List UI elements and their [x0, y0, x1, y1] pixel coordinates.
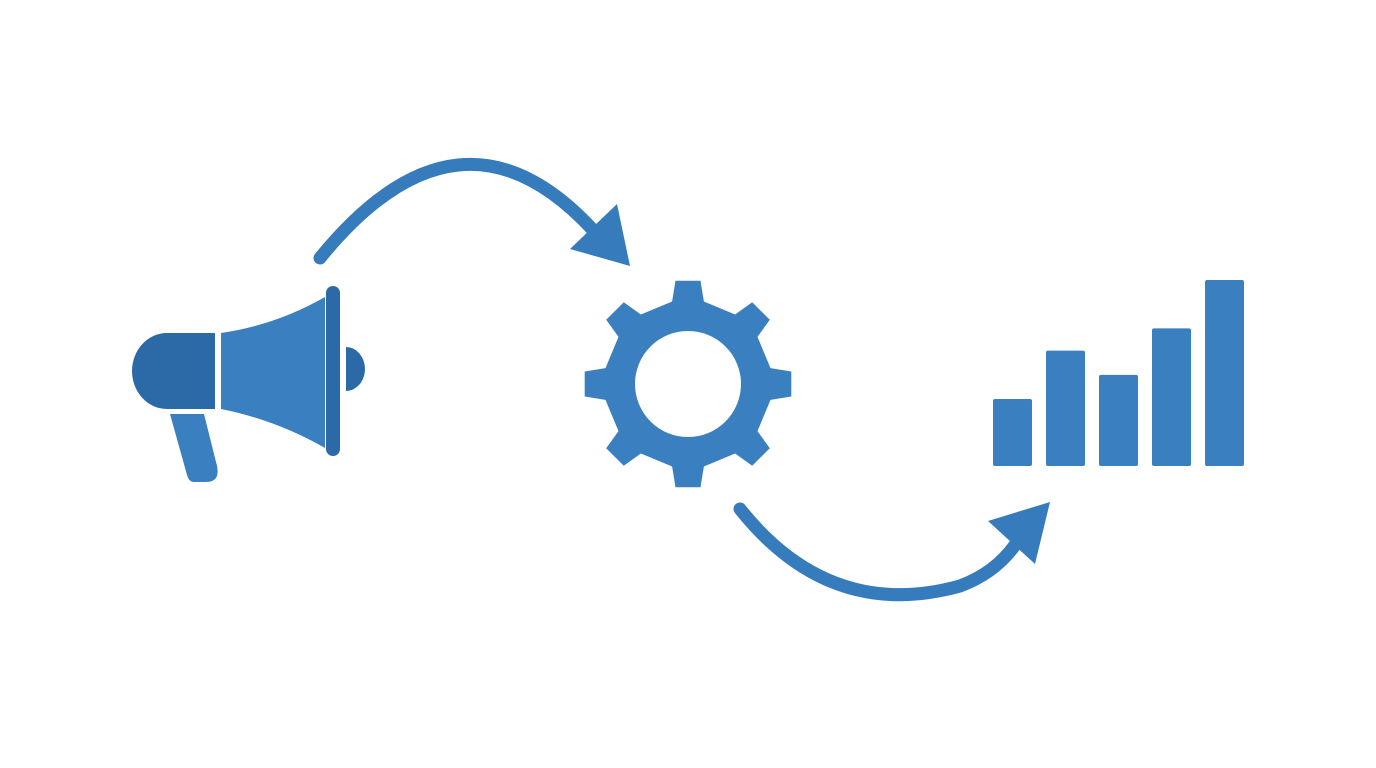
megaphone-sound-knob: [346, 347, 365, 391]
bar-chart-icon: [993, 280, 1244, 466]
arrow-head-1: [570, 204, 630, 266]
bar-chart-icon-bar: [1205, 280, 1244, 466]
megaphone-rim: [326, 286, 340, 456]
megaphone-cone: [221, 297, 325, 448]
arrow-head-2: [988, 502, 1050, 564]
bar-chart-icon-bar: [1046, 350, 1085, 466]
arrow-curve-2: [733, 502, 1022, 602]
arrow-curve-1: [313, 157, 600, 265]
bar-chart-icon-bar: [1152, 328, 1191, 466]
megaphone-back: [132, 333, 215, 409]
arrow-gear-to-chart: [733, 502, 1050, 602]
bar-chart-icon-bar: [1099, 374, 1138, 466]
arrow-megaphone-to-gear: [313, 157, 630, 266]
gear-shape: [584, 280, 792, 488]
megaphone-icon: [132, 286, 365, 482]
megaphone-handle: [170, 414, 218, 482]
gear-icon: [584, 280, 792, 488]
bar-chart-icon-bar: [993, 399, 1032, 466]
